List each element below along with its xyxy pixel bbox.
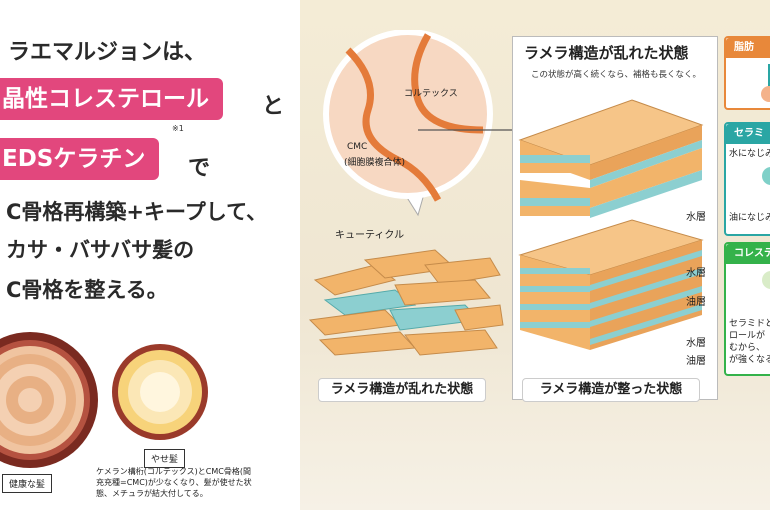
ceramide-line-1: 水になじみ [729,149,770,159]
cholesterol-line-2: ロールが [729,331,766,341]
headline-line-5: カサ・バサバサ髪の [6,238,195,262]
cholesterol-line-4: が強くなる [729,355,770,365]
headline-line-1: ラエマルジョンは、 [8,40,207,65]
thin-hair-label: やせ髪 [144,449,186,468]
oil-layer-label-1: 油層 [686,297,706,308]
left-panel: ラエマルジョンは、 晶性コレステロール と EDSケラチン ※1 で C骨格再構… [0,0,300,510]
healthy-hair-label: 健康な髪 [2,474,53,493]
cmc-sub-label: (細胞膜複合体) [344,158,406,168]
headline-line-4: C骨格再構築+キープして、 [6,200,268,224]
footnote-mark: ※1 [172,124,184,133]
lamellar-stacks [518,99,704,350]
ceramide-molecule-icon [762,167,770,185]
info-box-ceramide: セラミ 水になじみ 油になじみ [724,122,770,236]
cuticle-label: キューティクル [335,230,405,241]
info-box-fat-title: 脂肪 [726,38,770,58]
caption-disordered: ラメラ構造が乱れた状態 [318,378,486,402]
info-box-ceramide-title: セラミ [726,124,770,144]
cholesterol-text: セラミドと ロールが むから、 が強くなる [729,318,770,366]
caption-ordered: ラメラ構造が整った状態 [522,378,700,402]
ceramide-line-2: 油になじみ [729,213,770,223]
molecule-icon [761,64,770,102]
panel-subtitle: この状態が高く続くなら、補格も長くなく。 [531,70,702,80]
cholesterol-molecule-icon [762,271,770,289]
info-box-cholesterol: コレステ セラミドと ロールが むから、 が強くなる [724,242,770,376]
healthy-hair-cross-section [0,332,98,468]
headline-line-6: C骨格を整える。 [6,278,168,302]
info-box-cholesterol-title: コレステ [726,244,770,264]
cmc-label: CMC [347,142,368,152]
cholesterol-line-1: セラミドと [729,319,770,329]
headline-to: と [262,94,285,119]
water-layer-label-2: 水層 [686,268,706,279]
water-layer-label-1: 水層 [686,212,706,223]
thin-hair-caption: ケメラン構桁(コルテックス)とCMC骨格(間充充種=CMC)が少なくなり、髪が使… [96,467,252,498]
cortex-label: コルテックス [404,89,458,99]
zoom-bubble [323,30,513,217]
thin-hair-cross-section [112,344,208,440]
highlight-cholesterol: 晶性コレステロール [0,78,223,120]
info-box-fat: 脂肪 [724,36,770,110]
water-layer-label-3: 水層 [686,338,706,349]
disordered-lamellae-plates [308,249,504,356]
headline-de: で [188,156,211,181]
cholesterol-line-3: むから、 [729,343,766,353]
oil-layer-label-2: 油層 [686,356,706,367]
panel-title: ラメラ構造が乱れた状態 [524,44,689,62]
highlight-keratin: EDSケラチン [0,138,160,180]
